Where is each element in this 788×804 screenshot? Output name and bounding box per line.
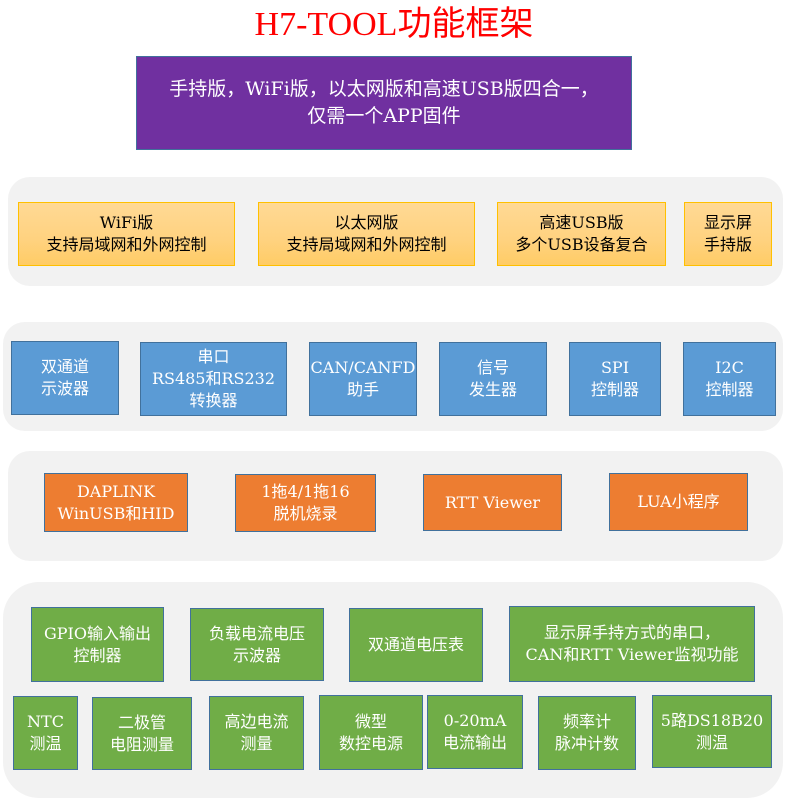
box-line: 控制器 <box>590 380 639 399</box>
edition-handheld: 显示屏 手持版 <box>684 202 772 266</box>
box-line: 示波器 <box>40 379 89 398</box>
diagram-title: H7-TOOL功能框架 <box>254 6 534 43</box>
box-line: 二极管 <box>117 712 166 732</box>
box-line: 串口 <box>197 347 230 366</box>
firmware-banner: 手持版，WiFi版，以太网版和高速USB版四合一， 仅需一个APP固件 <box>136 56 632 150</box>
tool-daplink: DAPLINK WinUSB和HID <box>44 473 188 532</box>
tool-ds18b20: 5路DS18B20 测温 <box>652 695 772 768</box>
box-line: 双通道电压表 <box>367 635 464 654</box>
box-line: 0-20mA <box>443 711 507 730</box>
box-line: 支持局域网和外网控制 <box>46 235 207 254</box>
box-line: 1拖4/1拖16 <box>261 482 350 501</box>
box-line: 频率计 <box>562 712 611 731</box>
tool-gpio: GPIO输入输出 控制器 <box>31 607 164 682</box>
box-line: 信号 <box>476 358 509 377</box>
box-line: 支持局域网和外网控制 <box>286 235 447 254</box>
tool-dual-channel-oscilloscope: 双通道 示波器 <box>11 341 119 415</box>
banner-line-2: 仅需一个APP固件 <box>307 105 461 127</box>
box-line: 数控电源 <box>338 733 403 753</box>
box-line: 测温 <box>29 734 62 753</box>
box-line: 控制器 <box>73 645 122 665</box>
box-line: WiFi版 <box>99 213 154 232</box>
box-line: 测温 <box>695 732 728 752</box>
box-line: 示波器 <box>232 645 281 665</box>
tool-handheld-monitor: 显示屏手持方式的串口， CAN和RTT Viewer监视功能 <box>509 606 755 682</box>
edition-highspeed-usb: 高速USB版 多个USB设备复合 <box>497 202 666 266</box>
tool-signal-generator: 信号 发生器 <box>439 342 547 416</box>
box-line: 多个USB设备复合 <box>515 235 648 254</box>
tool-dual-voltmeter: 双通道电压表 <box>349 608 483 682</box>
box-line: 发生器 <box>468 380 517 399</box>
box-line: 助手 <box>346 380 379 399</box>
box-line: CAN/CANFD <box>310 358 416 377</box>
tool-lua-scripts: LUA小程序 <box>609 473 748 531</box>
box-line: 转换器 <box>189 391 238 410</box>
box-line: NTC <box>27 712 64 731</box>
box-line: 负载电流电压 <box>208 623 305 643</box>
tool-spi-controller: SPI 控制器 <box>569 342 661 416</box>
box-line: 手持版 <box>703 235 752 254</box>
box-line: I2C <box>715 358 744 377</box>
box-line: RTT Viewer <box>444 492 541 512</box>
tool-micro-power-supply: 微型 数控电源 <box>319 695 423 770</box>
box-line: 高边电流 <box>224 712 289 731</box>
tool-high-side-current: 高边电流 测量 <box>209 696 304 770</box>
box-line: 电流输出 <box>442 733 507 752</box>
tool-rtt-viewer: RTT Viewer <box>423 474 562 531</box>
box-line: CAN和RTT Viewer监视功能 <box>525 645 739 664</box>
box-line: 微型 <box>354 711 387 731</box>
tool-can-canfd: CAN/CANFD 助手 <box>309 342 417 416</box>
tool-diode-resistance: 二极管 电阻测量 <box>92 697 192 770</box>
edition-wifi: WiFi版 支持局域网和外网控制 <box>18 202 235 266</box>
tool-ntc: NTC 测温 <box>13 696 78 770</box>
box-line: 以太网版 <box>334 213 399 232</box>
tool-i2c-controller: I2C 控制器 <box>683 342 776 416</box>
tool-frequency-counter: 频率计 脉冲计数 <box>538 696 636 770</box>
box-line: 显示屏 <box>703 213 752 232</box>
box-line: LUA小程序 <box>637 492 720 511</box>
box-line: 脱机烧录 <box>273 504 338 523</box>
box-line: 电阻测量 <box>109 734 174 754</box>
box-line: 显示屏手持方式的串口， <box>543 623 720 642</box>
box-line: 高速USB版 <box>539 213 624 232</box>
tool-serial-converter: 串口 RS485和RS232 转换器 <box>140 342 287 416</box>
tool-offline-programming: 1拖4/1拖16 脱机烧录 <box>235 474 376 532</box>
tool-current-output: 0-20mA 电流输出 <box>427 695 523 769</box>
box-line: RS485和RS232 <box>151 369 276 388</box>
box-line: 脉冲计数 <box>554 734 619 753</box>
box-line: 控制器 <box>705 380 754 399</box>
banner-line-1: 手持版，WiFi版，以太网版和高速USB版四合一， <box>169 78 599 100</box>
box-line: SPI <box>600 358 630 377</box>
box-line: 测量 <box>240 734 273 753</box>
edition-ethernet: 以太网版 支持局域网和外网控制 <box>258 202 475 266</box>
tool-load-oscilloscope: 负载电流电压 示波器 <box>190 608 324 681</box>
box-line: 5路DS18B20 <box>660 710 764 730</box>
box-line: 双通道 <box>40 357 89 376</box>
box-line: DAPLINK <box>76 481 156 501</box>
box-line: WinUSB和HID <box>57 503 175 523</box>
box-line: GPIO输入输出 <box>44 623 151 643</box>
